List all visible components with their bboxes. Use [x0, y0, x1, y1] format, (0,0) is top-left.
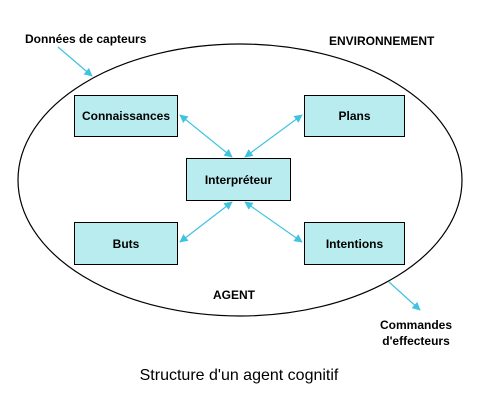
environment-label: ENVIRONNEMENT — [329, 34, 435, 48]
arrow-buts-interpreteur — [179, 201, 233, 243]
arrow-intentions-interpreteur — [244, 201, 303, 243]
arrow-plans-interpreteur — [244, 114, 303, 158]
arrow-sensor-data — [57, 46, 93, 77]
agent-label: AGENT — [213, 288, 255, 302]
node-intentions: Intentions — [304, 222, 405, 265]
sensor-data-label: Données de capteurs — [25, 32, 147, 46]
node-buts: Buts — [74, 222, 178, 265]
node-interpreteur: Interpréteur — [186, 158, 291, 201]
effector-commands-line2: d'effecteurs — [382, 334, 450, 348]
node-plans: Plans — [304, 95, 405, 137]
figure-caption: Structure d'un agent cognitif — [139, 367, 339, 384]
effector-commands-line1: Commandes — [380, 318, 453, 332]
arrow-effector-commands — [388, 281, 421, 311]
effector-commands-label: Commandes d'effecteurs — [380, 317, 452, 349]
arrow-connaissances-interpreteur — [179, 114, 233, 158]
agent-boundary-ellipse — [17, 43, 463, 317]
node-connaissances: Connaissances — [74, 95, 178, 137]
